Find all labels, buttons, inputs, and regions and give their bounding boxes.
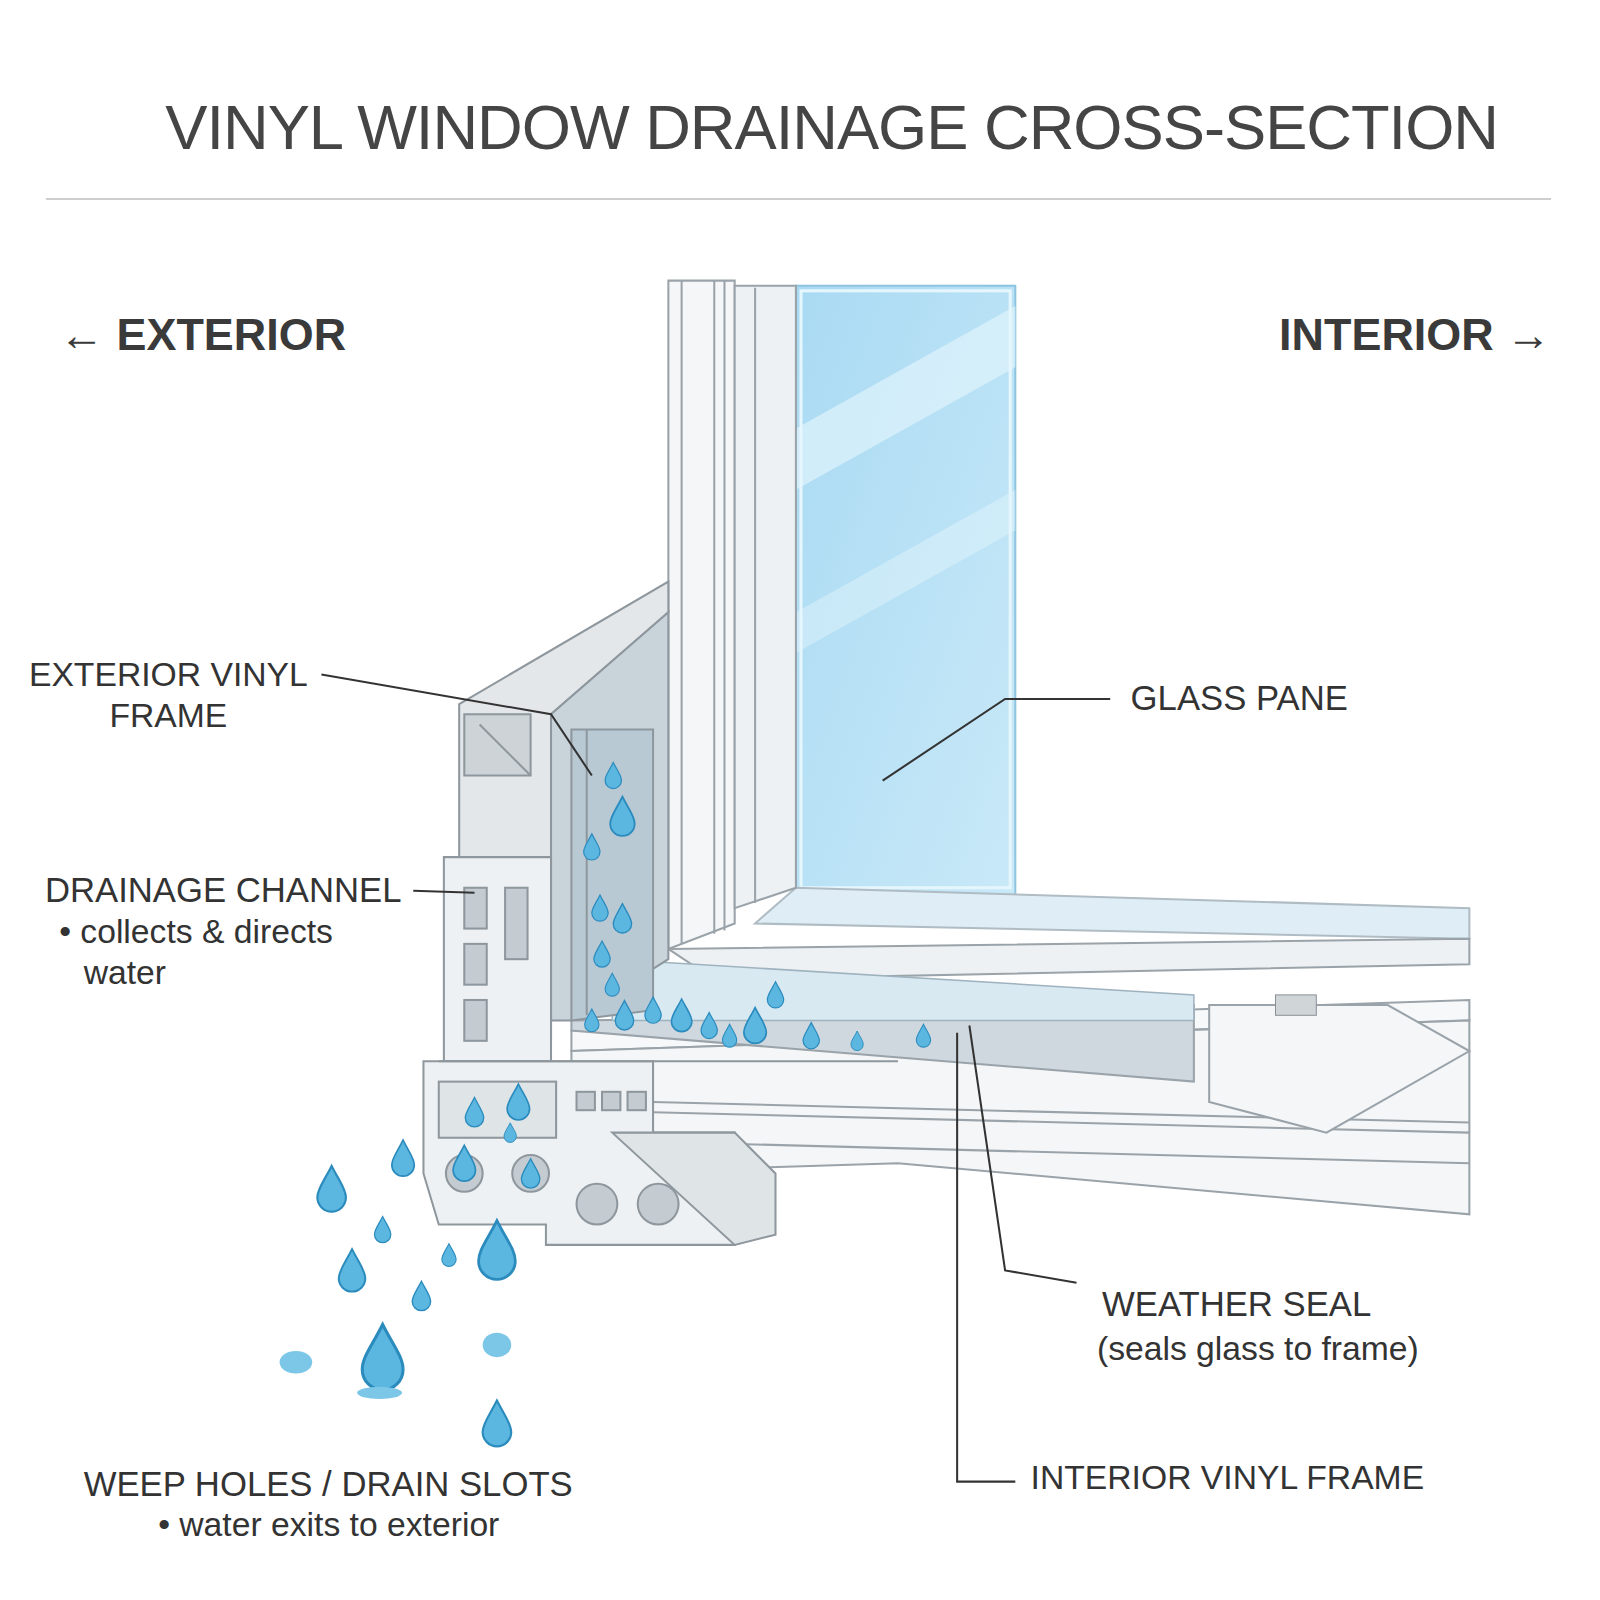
glass-edge [801,291,1010,888]
water-drops [280,762,931,1446]
part-label: GLASS PANE [1131,678,1348,720]
part-label: WEATHER SEAL [1102,1284,1371,1326]
part-label: DRAINAGE CHANNEL [45,869,402,911]
glass-bottom [755,888,1469,939]
exterior-frame [444,582,668,1072]
interior-stop [1209,1005,1469,1133]
glass-glare [796,490,1015,653]
weep-profile [423,1061,897,1245]
interior-clip [1276,995,1317,1015]
glass-glare [796,306,1015,490]
part-label: • water exits to exterior [158,1504,499,1544]
water-film [612,959,1194,1020]
part-label: INTERIOR VINYL FRAME [1031,1457,1425,1497]
diagram-title: VINYL WINDOW DRAINAGE CROSS-SECTION [41,90,1600,166]
header-rule [46,198,1551,200]
part-label: INTERIOR → [1143,308,1551,362]
frame-strips [668,281,796,949]
part-label: (seals glass to frame) [1097,1329,1419,1369]
glass-pane [796,286,1015,898]
leader-lines [321,674,1110,1481]
part-label: WEEP HOLES / DRAIN SLOTS [84,1463,573,1505]
part-label: • collects & directs water [59,911,420,992]
part-label: ← EXTERIOR [59,308,346,362]
part-label: EXTERIOR VINYL FRAME [20,654,316,735]
